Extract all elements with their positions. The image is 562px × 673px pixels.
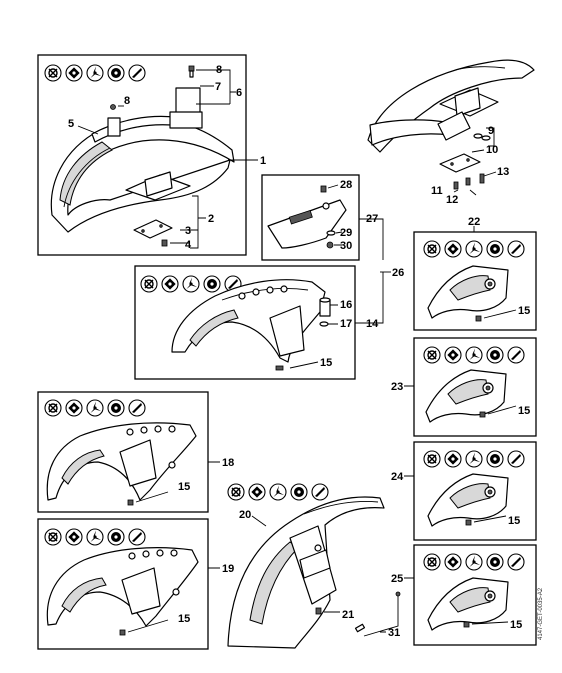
washer-17 — [319, 321, 329, 327]
callout-15-24: 15 — [508, 515, 520, 527]
tool-icon-row — [227, 483, 329, 501]
assembly-box-25: 25 15 — [391, 544, 537, 646]
washer-29 — [326, 230, 336, 236]
callout-15-18: 15 — [178, 481, 190, 493]
callout-6: 6 — [236, 87, 242, 99]
deflector-guard-18 — [46, 422, 197, 501]
callout-1: 1 — [260, 155, 266, 167]
screw-8a — [188, 65, 195, 78]
screw-28 — [320, 185, 327, 193]
plate-3 — [133, 219, 173, 239]
callout-9: 9 — [488, 125, 494, 137]
assembly-box-24: 24 15 — [391, 441, 537, 541]
callout-26: 26 — [392, 267, 404, 279]
callout-8a: 8 — [216, 64, 222, 76]
callout-2: 2 — [208, 213, 214, 225]
callout-21: 21 — [342, 609, 354, 621]
plate-10 — [439, 153, 481, 173]
assembly-top-right: 9 10 11 12 13 — [367, 59, 535, 206]
callout-18: 18 — [222, 457, 234, 469]
callout-10: 10 — [486, 144, 498, 156]
screw-12 — [465, 177, 471, 186]
assembly-box-23: 23 15 — [391, 337, 537, 437]
screw-13 — [479, 173, 485, 184]
document-id: 4147-GET-0035-A2 — [538, 587, 544, 640]
screw-15 — [275, 365, 284, 371]
screw-4 — [161, 239, 168, 247]
assembly-box-22: 22 15 — [413, 216, 537, 331]
nut-30 — [326, 241, 334, 249]
callout-4: 4 — [185, 239, 192, 251]
callout-15-main: 15 — [320, 357, 332, 369]
assembly-box-27: 27 28 29 30 — [261, 174, 384, 261]
callout-16: 16 — [340, 299, 352, 311]
callout-15-22: 15 — [518, 305, 530, 317]
callout-13: 13 — [497, 166, 509, 178]
assembly-box-1: 1 2 3 4 5 6 7 8 8 — [37, 54, 266, 256]
callout-20: 20 — [239, 509, 251, 521]
screw-8b — [110, 104, 116, 110]
callout-8b: 8 — [124, 95, 130, 107]
screw-21 — [315, 607, 322, 615]
callout-11: 11 — [431, 185, 443, 197]
callout-24: 24 — [391, 471, 404, 483]
callout-31: 31 — [388, 627, 400, 639]
washer-9 — [473, 133, 491, 141]
callout-19: 19 — [222, 563, 234, 575]
callout-14: 14 — [366, 318, 379, 330]
callout-25: 25 — [391, 573, 403, 585]
callout-23: 23 — [391, 381, 403, 393]
callout-15-23: 15 — [518, 405, 530, 417]
skirt-plate — [267, 199, 347, 249]
callout-17: 17 — [340, 318, 352, 330]
callout-5: 5 — [68, 118, 74, 130]
screw-11 — [453, 181, 459, 190]
callout-15-25: 15 — [510, 619, 522, 631]
callout-29: 29 — [340, 227, 352, 239]
callout-22: 22 — [468, 216, 480, 228]
callout-3: 3 — [185, 225, 191, 237]
assembly-box-19: 19 15 — [37, 518, 234, 650]
callout-12: 12 — [446, 194, 458, 206]
callout-30: 30 — [340, 240, 352, 252]
assembly-center-bottom: 20 21 31 — [227, 483, 401, 649]
spacer-16 — [319, 297, 331, 317]
callout-7: 7 — [215, 81, 221, 93]
callout-28: 28 — [340, 179, 352, 191]
clip-31 — [354, 591, 401, 633]
assembly-box-18: 18 15 — [37, 391, 234, 513]
assembly-box-14: 14 15 16 17 26 — [134, 265, 404, 380]
callout-27: 27 — [366, 213, 378, 225]
callout-15-19: 15 — [178, 613, 190, 625]
